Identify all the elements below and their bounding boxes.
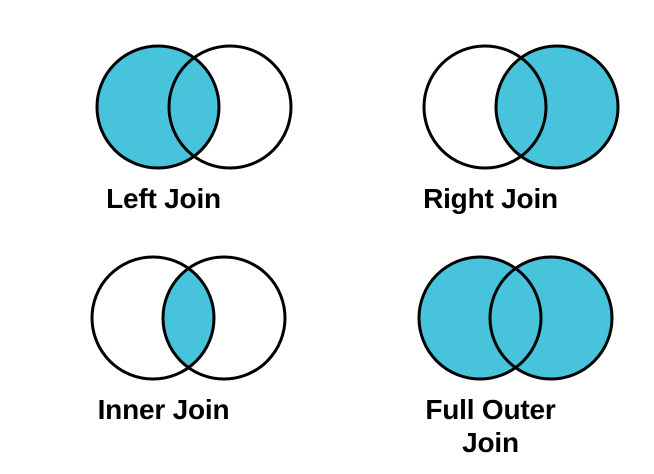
intersection-fill: [168, 46, 219, 168]
diagram-label-inner-join: Inner Join: [97, 394, 230, 425]
right-circle-outline: [161, 255, 286, 381]
diagram-panel-left-join: Left Join: [0, 22, 327, 215]
right-circle-outline: [494, 44, 619, 170]
intersection-fill: [495, 46, 546, 168]
left-circle-outline: [417, 255, 542, 381]
left-circle-outline: [95, 44, 220, 170]
intersection-fill: [162, 257, 214, 379]
venn-diagram-left-join: [95, 44, 292, 170]
left-circle-outline: [422, 44, 547, 170]
right-circle-outline: [488, 255, 613, 381]
diagram-label-left-join: Left Join: [106, 183, 221, 214]
diagram-label-right-join: Right Join: [423, 183, 558, 214]
diagram-panel-right-join: Right Join: [327, 22, 654, 215]
right-circle-outline: [167, 44, 292, 170]
venn-diagram-inner-join: [90, 255, 286, 381]
right-circle-fill: [489, 257, 612, 379]
diagram-panel-inner-join: Inner Join: [0, 233, 327, 426]
diagram-label-full-outer-join: Full Outer Join: [425, 394, 556, 459]
diagram-panel-full-outer-join: Full Outer Join: [327, 233, 654, 459]
venn-diagram-right-join: [422, 44, 619, 170]
venn-diagram-full-outer-join: [417, 255, 613, 381]
left-circle-outline: [90, 255, 215, 381]
